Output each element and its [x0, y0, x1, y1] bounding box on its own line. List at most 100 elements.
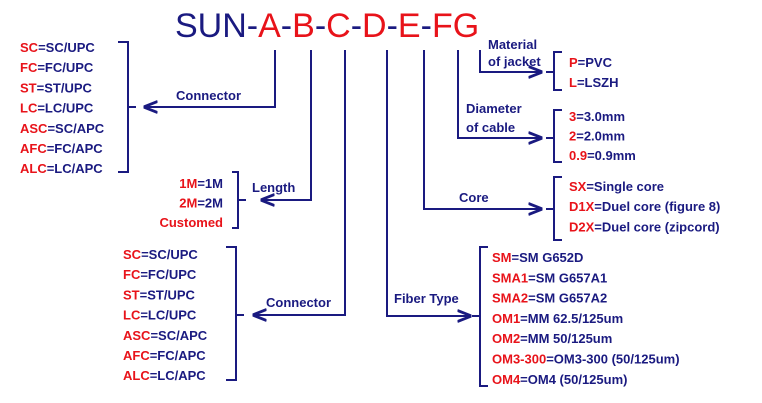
- fiber-type-option: OM3-300=OM3-300 (50/125um): [492, 352, 680, 367]
- connector-a-option: AFC=FC/APC: [20, 141, 103, 156]
- option-code: D2X: [569, 219, 595, 234]
- option-description: =LC/APC: [47, 161, 104, 176]
- fiber-type-label: Fiber Type: [394, 291, 459, 306]
- connector-a-option: ALC=LC/APC: [20, 161, 103, 176]
- connector-c-option: ASC=SC/APC: [123, 328, 208, 343]
- jacket-bracket: [546, 51, 562, 91]
- option-code: OM1: [492, 311, 520, 326]
- jacket-line: [479, 50, 541, 72]
- option-code: SM: [492, 250, 512, 265]
- option-description: =OM4 (50/125um): [520, 372, 627, 387]
- diameter-group: Diameter of cable 3=3.0mm2=2.0mm0.9=0.9m…: [457, 50, 636, 163]
- connector-c-line: [254, 50, 346, 315]
- title-sep: -: [387, 7, 398, 45]
- title-sep: -: [281, 7, 292, 45]
- option-description: =FC/UPC: [140, 267, 197, 282]
- jacket-option: P=PVC: [569, 55, 613, 70]
- connector-c-option: ST=ST/UPC: [123, 287, 195, 302]
- diameter-option: 0.9=0.9mm: [569, 148, 636, 163]
- length-option: 1M=1M: [179, 176, 223, 191]
- option-code: SX: [569, 179, 587, 194]
- option-description: =OM3-300 (50/125um): [546, 352, 679, 367]
- connector-a-option: ASC=SC/APC: [20, 121, 105, 136]
- option-description: =SC/APC: [47, 121, 104, 136]
- option-code: ASC: [123, 328, 151, 343]
- option-description: =ST/UPC: [140, 287, 196, 302]
- core-line: [423, 50, 541, 209]
- jacket-label-line1: Material: [488, 37, 537, 52]
- connector-c-option: ALC=LC/APC: [123, 368, 206, 383]
- connector-a-option: FC=FC/UPC: [20, 60, 94, 75]
- option-code: 2: [569, 129, 576, 144]
- code-title: SUN-A-B-C-D-E-FG: [175, 7, 479, 45]
- jacket-option: L=LSZH: [569, 75, 619, 90]
- diameter-label-line1: Diameter: [466, 101, 522, 116]
- fiber-type-option: SMA1=SM G657A1: [492, 270, 607, 285]
- connector-c-label: Connector: [266, 295, 331, 310]
- connector-c-option: SC=SC/UPC: [123, 247, 198, 262]
- option-description: =SC/APC: [150, 328, 207, 343]
- option-description: =SM G652D: [512, 250, 584, 265]
- option-description: =1M: [197, 176, 223, 191]
- connector-c-option: FC=FC/UPC: [123, 267, 197, 282]
- fiber-type-group: Fiber Type SM=SM G652D SMA1=SM G657A1SMA2…: [386, 50, 680, 387]
- option-code: LC: [123, 308, 141, 323]
- fiber-type-bracket: [472, 246, 488, 387]
- diameter-option: 2=2.0mm: [569, 129, 625, 144]
- option-code: 2M: [179, 196, 197, 211]
- option-code: ST: [123, 287, 140, 302]
- option-description: =LSZH: [577, 75, 619, 90]
- fiber-type-option: OM1=MM 62.5/125um: [492, 311, 623, 326]
- core-bracket: [546, 176, 562, 241]
- option-code: 0.9: [569, 148, 587, 163]
- option-description: =PVC: [578, 55, 613, 70]
- option-description: =Single core: [586, 179, 664, 194]
- option-code: FC: [123, 267, 141, 282]
- option-code: ASC: [20, 121, 48, 136]
- connector-a-bracket: [118, 41, 136, 173]
- option-description: =SM G657A2: [528, 291, 607, 306]
- option-description: =MM 50/125um: [520, 331, 612, 346]
- option-code: OM4: [492, 372, 521, 387]
- option-code: SMA2: [492, 291, 528, 306]
- title-part-a: A: [258, 7, 281, 45]
- option-description: =SC/UPC: [38, 40, 95, 55]
- connector-c-group: Connector SC=SC/UPCFC=FC/UPCST=ST/UPCLC=…: [123, 50, 346, 383]
- length-bracket: [232, 171, 246, 229]
- connector-c-option: AFC=FC/APC: [123, 348, 206, 363]
- title-part-d: D: [362, 7, 387, 45]
- option-description: =Duel core (zipcord): [594, 219, 719, 234]
- option-code: P: [569, 55, 578, 70]
- option-description: =FC/APC: [47, 141, 104, 156]
- fiber-type-option: SMA2=SM G657A2: [492, 291, 607, 306]
- connector-a-option: ST=ST/UPC: [20, 80, 92, 95]
- option-code: SC: [20, 40, 39, 55]
- title-part-b: B: [292, 7, 315, 45]
- option-description: =2M: [197, 196, 223, 211]
- option-code: FC: [20, 60, 38, 75]
- title-sep: -: [421, 7, 432, 45]
- option-code: AFC: [123, 348, 150, 363]
- title-part-c: C: [326, 7, 351, 45]
- option-description: =LC/UPC: [140, 308, 197, 323]
- core-option: SX=Single core: [569, 179, 664, 194]
- option-description: =ST/UPC: [37, 80, 93, 95]
- option-description: =LC/APC: [150, 368, 207, 383]
- connector-a-group: Connector SC=SC/UPCFC=FC/UPCST=ST/UPCLC=…: [20, 40, 276, 176]
- option-code: ALC: [123, 368, 150, 383]
- diameter-bracket: [546, 109, 562, 163]
- fiber-type-option: SM=SM G652D: [492, 250, 583, 265]
- connector-c-bracket: [226, 246, 244, 381]
- option-description: =0.9mm: [587, 148, 636, 163]
- connector-a-line: [145, 50, 276, 107]
- title-sep: -: [351, 7, 362, 45]
- option-code: AFC: [20, 141, 47, 156]
- diameter-line: [457, 50, 541, 138]
- option-code: 1M: [179, 176, 197, 191]
- option-code: ST: [20, 80, 37, 95]
- option-code: SC: [123, 247, 142, 262]
